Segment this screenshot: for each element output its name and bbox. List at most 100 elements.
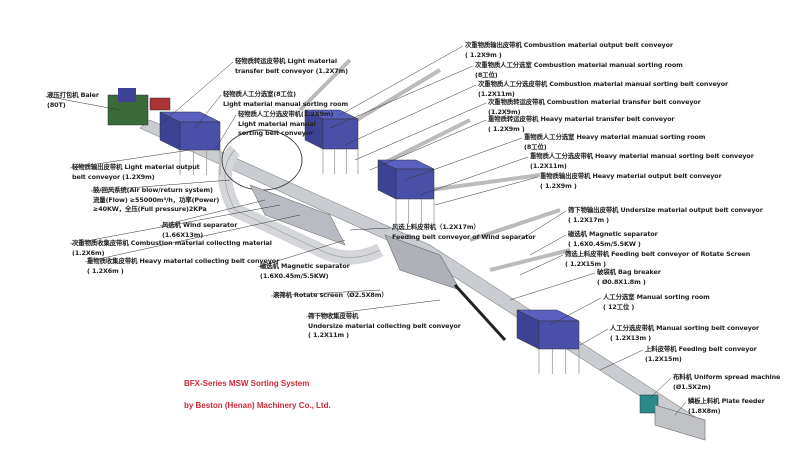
label-light-sorting-room: 轻物质人工分选室(8工位)Light material manual sorti… <box>223 90 348 109</box>
leader-line <box>349 227 391 231</box>
air-duct-outline <box>224 149 381 258</box>
diagram-subtitle: by Beston (Henan) Machinery Co., Ltd. <box>184 401 331 410</box>
leader-line <box>519 254 564 276</box>
light-sorting-room-front <box>179 121 221 151</box>
label-line: 布料机 Uniform spread machine <box>673 373 781 381</box>
label-line: (1.8X8m) <box>688 406 721 415</box>
leader-line <box>339 45 464 116</box>
label-line: 轻物质转运皮带机 Light material <box>235 57 337 65</box>
label-line: 次重物质人工分选皮带机 Combustion material manual s… <box>478 80 729 88</box>
leader-line <box>344 84 477 146</box>
label-line: 重物质输出皮带机 Heavy material output belt conv… <box>540 172 722 180</box>
label-line: (1.2X9m) <box>488 107 521 116</box>
label-line: 人工分选皮带机 Manual sorting belt conveyor <box>610 324 760 332</box>
baler-hopper <box>149 97 171 111</box>
leader-line <box>270 289 381 297</box>
leader-line <box>649 377 672 399</box>
label-line: 次重物质人工分选室 Combustion material manual sor… <box>475 61 683 69</box>
label-line: 次重物质输出皮带机 Combustion material output bel… <box>465 41 673 49</box>
label-line: 磁选机 Magnetic separator <box>568 230 658 238</box>
label-line: 鳞板上料机 Plate feeder <box>688 397 765 405</box>
label-manual-sorting-conveyor: 人工分选皮带机 Manual sorting belt conveyor( 1.… <box>610 324 759 343</box>
label-line: (1.6X0.45m/5.5KW) <box>260 271 329 280</box>
label-line: 轻物质输出皮带机 Light material output <box>72 163 200 171</box>
label-line: 风选机 Wind separator <box>162 221 238 229</box>
uniform-spread-machine <box>639 394 659 414</box>
label-heavy-sorting-room: 重物质人工分选室 Heavy material manual sorting r… <box>524 133 705 152</box>
branch-conveyor <box>298 58 352 112</box>
label-undersize-output: 筛下物输出皮带机 Undersize material output belt … <box>568 206 763 225</box>
label-line: ( 1.2X9m ) <box>488 124 525 133</box>
label-line: ≥40KW，全压(Full pressure)2KPa <box>93 205 207 213</box>
label-wind-separator: 风选机 Wind separator(1.66X13m) <box>162 221 237 240</box>
leader-line <box>159 199 266 227</box>
label-combustion-collecting: 次重物质收集皮带机 Combustion material collecting… <box>72 239 272 258</box>
label-line: (8工位) <box>475 70 498 79</box>
label-line: ( 1.2X9m ) <box>540 181 577 190</box>
label-line: ( 1.2X13m ) <box>610 333 651 342</box>
label-line: 人工分选室 Manual sorting room <box>603 293 710 301</box>
label-rotate-screen: 滚筛机 Rotate screen（Ø2.5X8m） <box>273 291 388 301</box>
leader-line <box>159 61 234 126</box>
leader-line <box>434 176 539 206</box>
leader-line <box>579 328 609 346</box>
leader-line <box>69 204 281 245</box>
label-line: (8工位) <box>524 142 547 151</box>
label-line: 鼓/回风系统(Air blow/return system) <box>93 186 213 194</box>
label-line: 磁选机 Magnetic separator <box>260 262 350 270</box>
label-line: 筛选上料皮带机 Feeding belt conveyor of Rotate … <box>565 250 751 258</box>
label-line: belt conveyor (1.2X9m) <box>72 172 155 181</box>
label-line: 滚筛机 Rotate screen（Ø2.5X8m） <box>273 291 388 299</box>
label-line: Feeding belt conveyor of Wind separator <box>392 232 536 241</box>
label-plate-feeder: 鳞板上料机 Plate feeder(1.8X8m) <box>688 397 765 416</box>
leader-line <box>549 297 602 326</box>
leader-line <box>257 239 346 268</box>
branch-conveyor <box>379 118 471 167</box>
wind-separator-body <box>249 184 346 246</box>
label-line: (1.2X15m) <box>645 354 682 363</box>
label-screen-feeding-conveyor: 筛选上料皮带机 Feeding belt conveyor of Rotate … <box>565 250 750 269</box>
label-bag-breaker: 破袋机 Bag breaker( Ø0.8X1.8m ) <box>597 268 661 287</box>
leader-line <box>354 102 487 161</box>
label-magnetic-separator-1: 磁选机 Magnetic separator(1.6X0.45m/5.5KW) <box>260 262 350 281</box>
label-line: 次重物质收集皮带机 Combustion material collecting… <box>72 239 272 247</box>
label-line: 轻物质人工分选室(8工位) <box>223 90 296 98</box>
label-air-system: 鼓/回风系统(Air blow/return system)流量(Flow) ≥… <box>93 186 219 215</box>
label-line: ( 1.2X9m ) <box>465 50 502 59</box>
label-line: transfer belt conveyor (1.2X7m) <box>235 66 348 75</box>
label-line: (80T) <box>47 100 66 109</box>
undersize-belt <box>453 283 507 342</box>
leader-line <box>44 95 121 111</box>
label-line: ( 1.2X17m ) <box>568 215 609 224</box>
label-line: ( Ø0.8X1.8m ) <box>597 277 646 286</box>
label-line: (1.2X11m) <box>530 161 567 170</box>
baler-motor <box>118 88 136 102</box>
leader-line <box>329 65 474 129</box>
branch-conveyor <box>489 248 571 272</box>
leader-line <box>84 214 301 263</box>
leader-line <box>404 137 523 181</box>
leader-line <box>90 179 231 192</box>
label-line: Undersize material collecting belt conve… <box>308 321 461 330</box>
label-line: 筛下物输出皮带机 Undersize material output belt … <box>568 206 763 214</box>
branch-conveyor <box>469 208 561 242</box>
label-heavy-transfer: 重物质转运皮带机 Heavy material transfer belt co… <box>488 115 675 134</box>
leader-line <box>519 210 567 241</box>
label-line: ( 1.6X0.45m/5.5KW ) <box>568 239 641 248</box>
branch-conveyor <box>429 173 541 192</box>
leader-line <box>214 114 237 151</box>
label-line: ( 12工位 ) <box>603 302 635 311</box>
leader-line <box>194 94 222 129</box>
label-line: 重物质收集皮带机 Heavy material collecting belt … <box>87 257 280 265</box>
label-heavy-output: 重物质输出皮带机 Heavy material output belt conv… <box>540 172 722 191</box>
leader-line <box>509 272 596 301</box>
label-feeding-conveyor: 上料皮带机 Feeding belt conveyor(1.2X15m) <box>645 345 757 364</box>
leader-line <box>305 299 441 318</box>
label-wind-feeding-conveyor: 风选上料皮带机（1.2X17m）Feeding belt conveyor of… <box>392 223 536 242</box>
label-line: 风选上料皮带机（1.2X17m） <box>392 223 480 231</box>
label-heavy-collecting: 重物质收集皮带机 Heavy material collecting belt … <box>87 257 279 276</box>
label-line: (Ø1.5X2m) <box>673 382 711 391</box>
